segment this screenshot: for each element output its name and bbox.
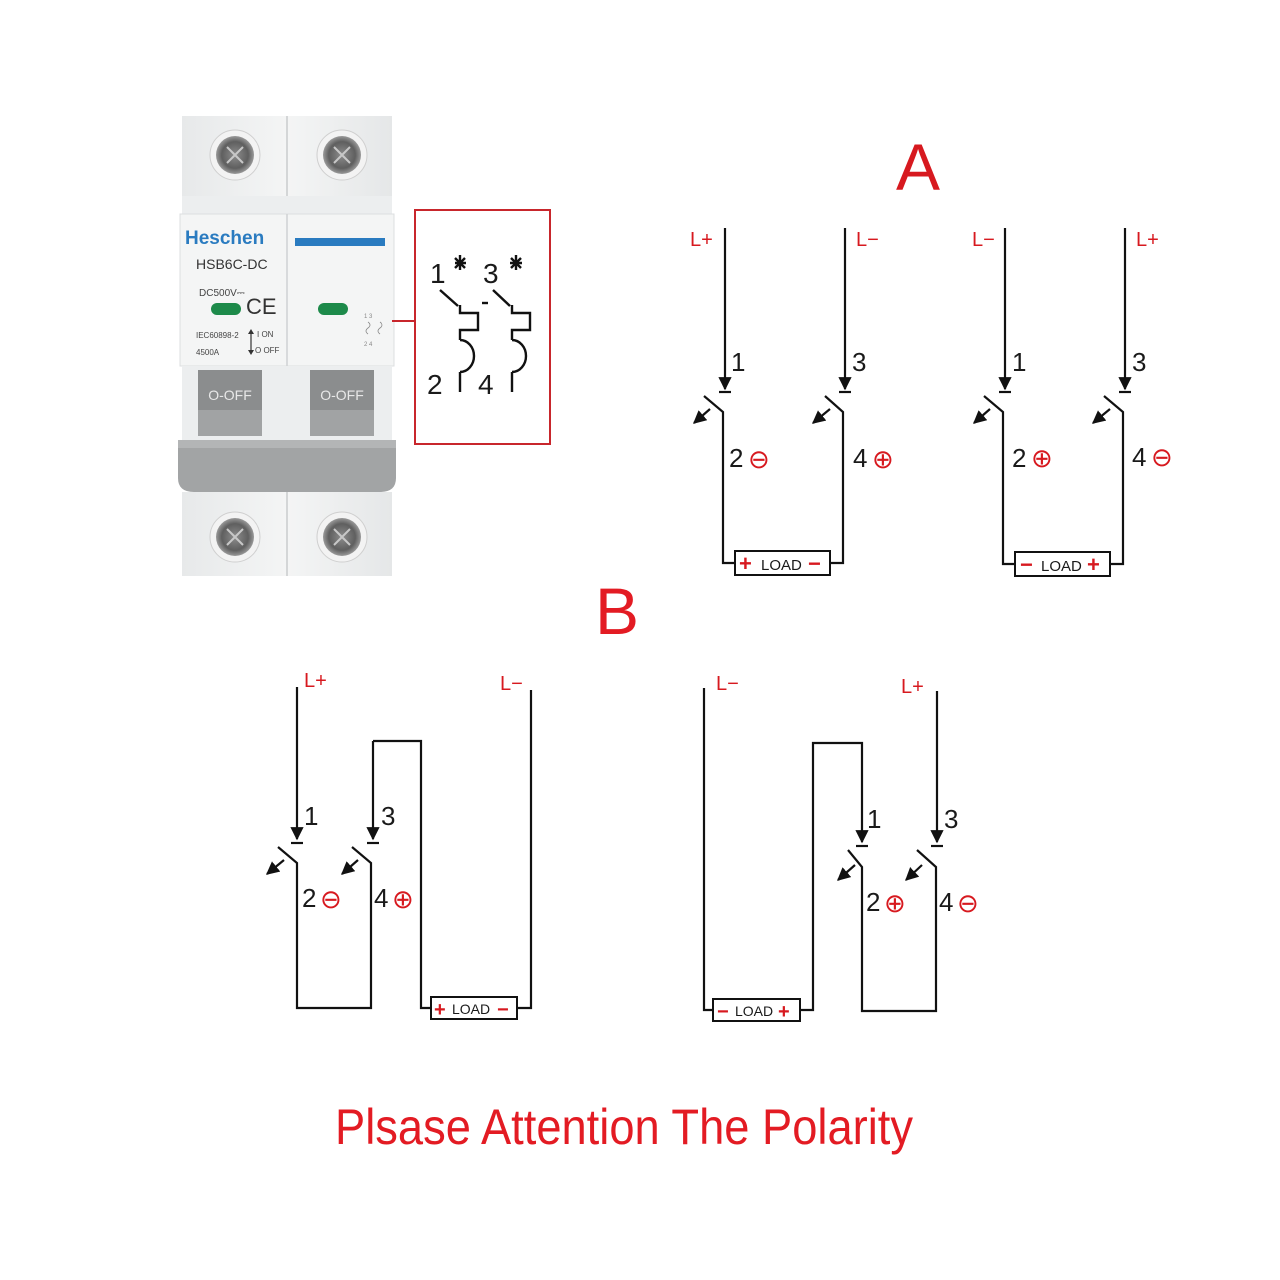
breaker-symbol [439,255,532,392]
symbol-box [414,209,551,445]
load-box [734,550,831,576]
circuit-a1 [693,228,852,576]
ce-mark: CE [246,294,277,319]
a2-left-line-label: L− [972,229,995,251]
a1-terminal-4-polarity-icon: ⊕ [872,444,894,474]
indicator-right [318,303,348,315]
off-label: O OFF [255,346,280,355]
section-a-label: A [896,130,940,204]
screw-bottom-left [209,511,261,563]
a2-terminal-4: 4 [1132,442,1146,472]
screw-top-right [316,129,368,181]
a1-left-line-label: L+ [690,229,713,251]
b1-load-left-sign: + [434,999,446,1021]
b2-load-left-sign: − [717,1001,729,1023]
model-number: HSB6C-DC [196,256,268,272]
on-label: I ON [257,330,274,339]
a1-terminal-3: 3 [852,347,866,377]
b2-terminal-1: 1 [867,804,881,834]
a2-terminal-2-polarity-icon: ⊕ [1031,443,1053,473]
b1-terminal-2-polarity-icon: ⊖ [320,884,342,914]
circuit-b1 [265,687,533,1020]
a2-terminal-2: 2 [1012,443,1026,473]
load-box [430,996,518,1020]
b1-terminal-4: 4 [374,883,388,913]
load-box [1014,551,1111,577]
b2-terminal-4: 4 [939,887,953,917]
a2-load-left-sign: − [1020,552,1033,577]
circuit-b2 [702,688,944,1022]
svg-text:1 3: 1 3 [364,314,373,320]
symbol-terminal-2: 2 [427,369,443,400]
b2-terminal-4-polarity-icon: ⊖ [957,888,979,918]
mini-circuit-symbol-icon: 1 3 2 4 [364,314,383,348]
a2-terminal-3: 3 [1132,347,1146,377]
a2-load-text: LOAD [1041,558,1082,575]
b1-terminal-3: 3 [381,801,395,831]
a1-terminal-1: 1 [731,347,745,377]
toggle-handle-bar[interactable] [178,440,396,492]
load-box [712,998,801,1022]
a2-terminal-4-polarity-icon: ⊖ [1151,442,1173,472]
a1-load-text: LOAD [761,557,802,574]
b2-terminal-2-polarity-icon: ⊕ [884,888,906,918]
b2-load-text: LOAD [735,1003,773,1019]
b2-terminal-2: 2 [866,887,880,917]
svg-text:2 4: 2 4 [364,342,373,348]
a1-terminal-2: 2 [729,443,743,473]
b1-terminal-2: 2 [302,883,316,913]
indicator-left [211,303,241,315]
b1-load-text: LOAD [452,1001,490,1017]
b1-load-right-sign: − [497,999,509,1021]
b1-terminal-1: 1 [304,801,318,831]
standard-label: IEC60898-2 [196,331,239,340]
b2-right-line-label: L+ [901,676,924,698]
screw-bottom-right [316,511,368,563]
symbol-terminal-4: 4 [478,369,494,400]
a1-right-line-label: L− [856,229,879,251]
a1-terminal-4: 4 [853,443,867,473]
b1-left-line-label: L+ [304,670,327,692]
circuit-a2 [973,228,1132,577]
breaking-capacity: 4500A [196,348,220,357]
b2-terminal-3: 3 [944,804,958,834]
polarity-warning: Plsase Attention The Polarity [335,1099,913,1155]
breaker-product: 1 3 2 4 [178,116,396,576]
blue-stripe [295,238,385,246]
a2-right-line-label: L+ [1136,229,1159,251]
voltage-rating: DC500V⎓ [199,288,245,299]
a2-terminal-1: 1 [1012,347,1026,377]
b1-right-line-label: L− [500,673,523,695]
a1-terminal-2-polarity-icon: ⊖ [748,444,770,474]
a1-load-left-sign: + [739,551,752,576]
a2-load-right-sign: + [1087,552,1100,577]
symbol-terminal-1: 1 [430,258,446,289]
screw-top-left [209,129,261,181]
brand-name: Heschen [185,228,264,249]
toggle-left-label: O-OFF [208,387,252,403]
toggle-right-label: O-OFF [320,387,364,403]
a1-load-right-sign: − [808,551,821,576]
section-b-label: B [595,574,639,648]
b1-terminal-4-polarity-icon: ⊕ [392,884,414,914]
b2-load-right-sign: + [778,1001,790,1023]
symbol-terminal-3: 3 [483,258,499,289]
b2-left-line-label: L− [716,673,739,695]
